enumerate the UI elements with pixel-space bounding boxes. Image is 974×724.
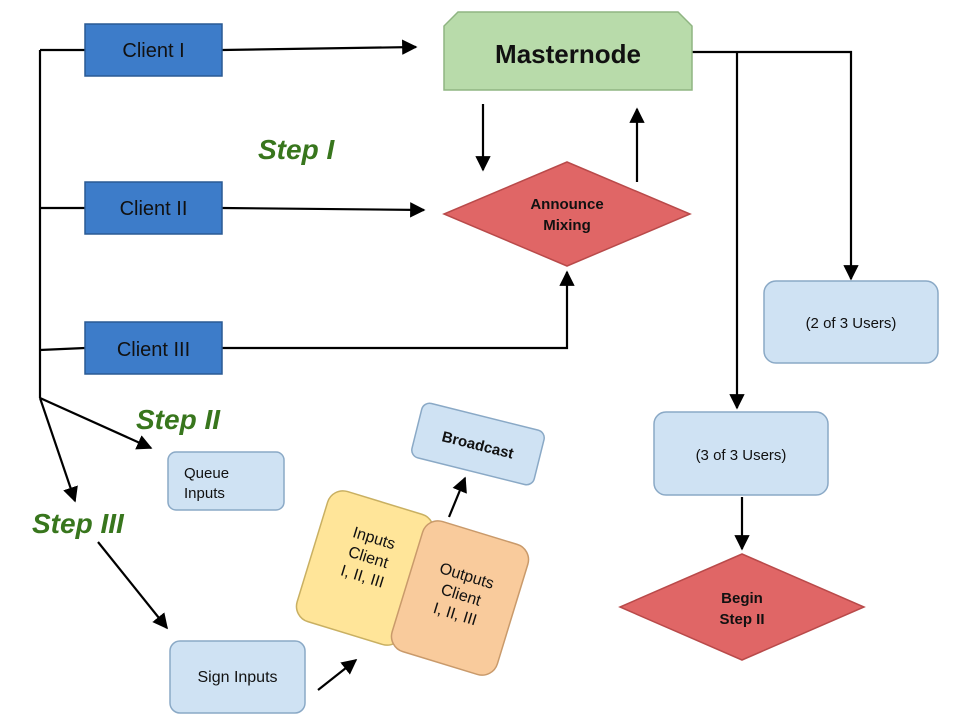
queue-label-line1: Queue	[184, 465, 229, 482]
client-box-3: Client III	[84, 321, 223, 375]
masternode-box: Masternode	[443, 11, 693, 91]
client-3-label: Client III	[117, 339, 190, 361]
client-1-to-masternode-arrow	[221, 39, 418, 55]
client-box-2: Client II	[84, 181, 223, 235]
spine-to-client-3	[39, 346, 86, 352]
begin-label-line1: Begin	[721, 590, 763, 607]
client-1-label: Client I	[122, 40, 184, 62]
broadcast-box: Broadcast	[411, 402, 545, 486]
users-2of3-label: (2 of 3 Users)	[806, 315, 897, 332]
sign-to-cards-arrow	[317, 659, 358, 691]
client-3-to-announce-arrow	[222, 270, 575, 350]
begin-label-line2: Step II	[719, 611, 764, 628]
users-3of3-label: (3 of 3 Users)	[696, 447, 787, 464]
connectors	[38, 39, 859, 691]
step3-to-sign-arrow	[97, 541, 168, 630]
masternode-label: Masternode	[495, 39, 641, 69]
users-2of3-box: (2 of 3 Users)	[763, 280, 939, 364]
sign-inputs-box: Sign Inputs	[169, 640, 306, 714]
users-3of3-box: (3 of 3 Users)	[653, 411, 829, 496]
sign-inputs-label: Sign Inputs	[197, 669, 277, 686]
queue-label-line2: Inputs	[184, 485, 225, 502]
spine-to-step3-arrow	[38, 397, 78, 503]
announce-label-line2: Mixing	[543, 217, 591, 234]
client-box-1: Client I	[84, 23, 223, 77]
begin-step2-diamond: Begin Step II	[618, 553, 866, 661]
queue-inputs-box: Queue Inputs	[167, 451, 285, 511]
step-1-label: Step I	[258, 134, 335, 165]
step-2-label: Step II	[136, 404, 221, 435]
step-3-label: Step III	[32, 508, 125, 539]
cards-to-broadcast-arrow	[447, 476, 467, 518]
client-2-to-announce-arrow	[221, 202, 426, 218]
announce-mixing-diamond: Announce Mixing	[442, 161, 692, 267]
outputs-card: Outputs Client I, II, III	[390, 520, 530, 676]
spine-to-queue-arrow	[39, 396, 153, 450]
client-2-label: Client II	[120, 198, 188, 220]
announce-label-line1: Announce	[530, 196, 603, 213]
masternode-to-2of3-arrow	[692, 50, 859, 281]
